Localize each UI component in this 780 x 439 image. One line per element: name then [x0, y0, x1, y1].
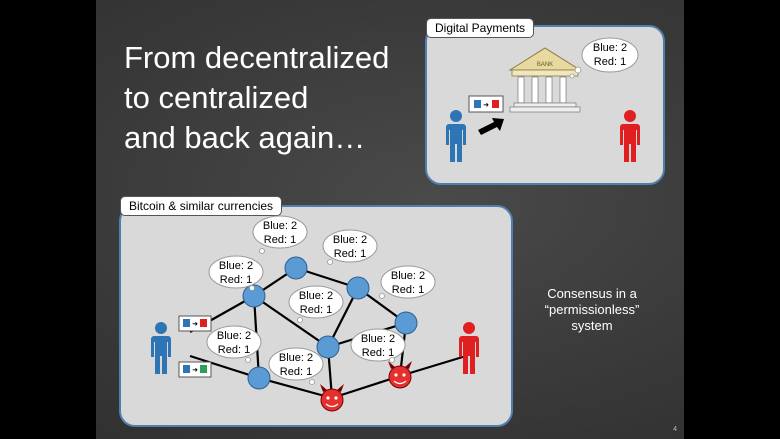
title-line-3: and back again…: [124, 120, 366, 155]
consensus-caption: Consensus in a “permissionless” system: [522, 286, 662, 334]
consensus-line-3: system: [571, 318, 613, 333]
letterbox-right: [684, 0, 780, 439]
bitcoin-label: Bitcoin & similar currencies: [120, 196, 283, 216]
consensus-line-2: “permissionless”: [544, 302, 640, 317]
digital-payments-label: Digital Payments: [426, 18, 535, 38]
digital-payments-panel: [425, 25, 665, 185]
page-number: 4: [673, 426, 677, 433]
title-line-2: to centralized: [124, 80, 309, 115]
title-line-1: From decentralized: [124, 40, 390, 75]
letterbox-left: [0, 0, 96, 439]
bitcoin-panel: [119, 205, 513, 427]
slide-title: From decentralized to centralized and ba…: [124, 38, 389, 158]
consensus-line-1: Consensus in a: [547, 286, 637, 301]
